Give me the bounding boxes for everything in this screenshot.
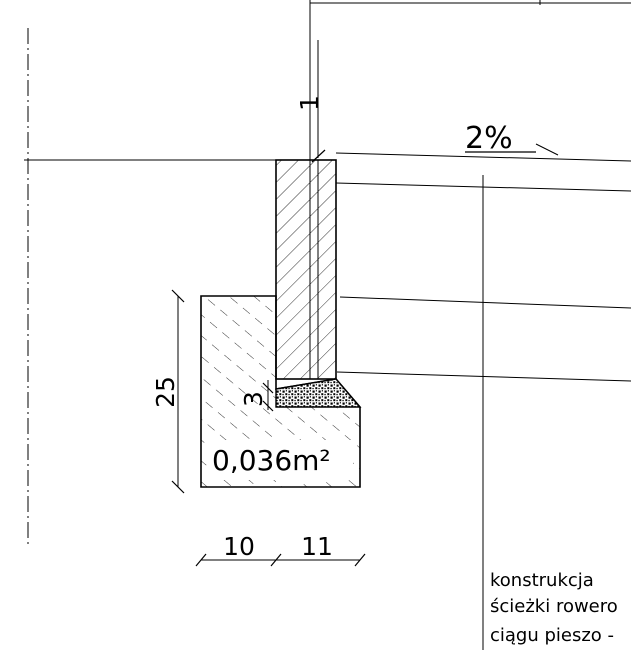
dim-width-tick-left xyxy=(195,553,207,567)
area-label: 0,036m² xyxy=(212,444,331,477)
pavement-layer-line-3 xyxy=(336,371,631,382)
dim-1-label: 1 xyxy=(295,95,324,111)
dim-3-tick-bottom xyxy=(262,400,274,412)
note-line-1: konstrukcja xyxy=(490,570,594,591)
pavement-layer-line-2 xyxy=(339,296,631,309)
dim-1-tick xyxy=(311,149,326,163)
curb xyxy=(275,159,337,380)
slope-arrow xyxy=(535,143,559,156)
dim-25-tick-bottom xyxy=(171,480,185,494)
bedding-layer xyxy=(275,378,362,408)
dim-width-tick-right xyxy=(354,553,366,567)
dim-width-tick-mid xyxy=(270,553,282,567)
note-line-2: ścieżki rowero xyxy=(490,596,618,617)
dim-25-label: 25 xyxy=(151,376,180,408)
dim-11-label: 11 xyxy=(301,532,333,561)
dim-25-tick-top xyxy=(171,289,185,303)
dim-10-label: 10 xyxy=(223,532,255,561)
slope-label: 2% xyxy=(465,121,513,156)
note-line-3: ciągu pieszo - xyxy=(490,625,614,646)
area-label-background xyxy=(207,440,353,480)
dim-3-tick-top xyxy=(262,382,274,394)
pavement-surface-line xyxy=(335,152,631,162)
dim-3-label: 3 xyxy=(239,391,268,407)
